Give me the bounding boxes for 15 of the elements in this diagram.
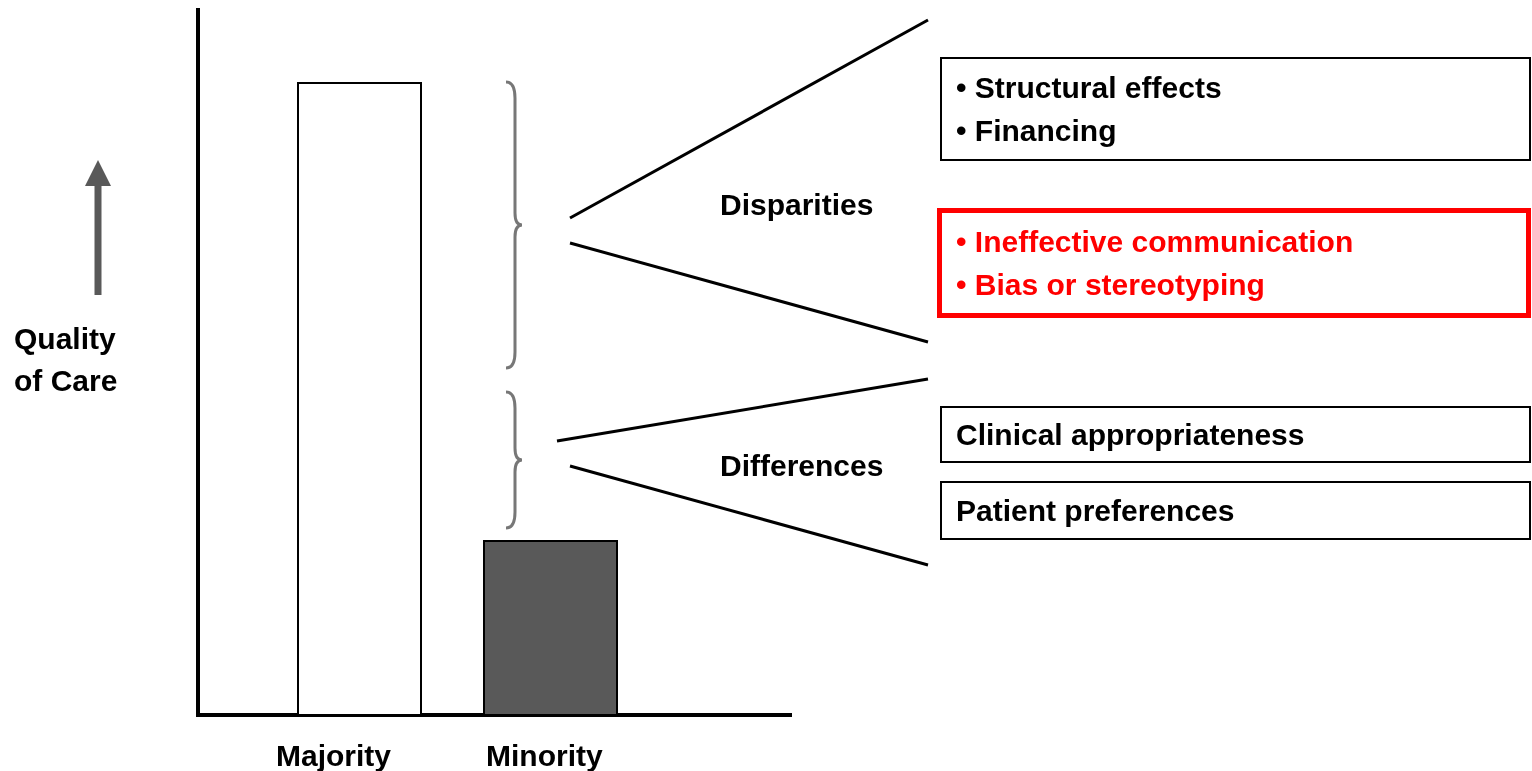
factor-box: [940, 57, 1531, 161]
factor-text: • Ineffective communication: [956, 223, 1355, 260]
majority-bar: [297, 82, 422, 716]
factor-box: [940, 481, 1531, 540]
factor-text: • Bias or stereotyping: [956, 267, 1266, 303]
factor-text: Clinical appropriateness: [956, 416, 1306, 453]
factor-text: Patient preferences: [956, 492, 1236, 529]
factor-text: • Structural effects: [956, 69, 1223, 106]
axis-label: Quality of Care: [14, 321, 119, 399]
factor-text: • Financing: [956, 113, 1118, 149]
minority-bar: [483, 540, 618, 716]
factor-box: [937, 208, 1531, 318]
factor-box: [940, 406, 1531, 463]
group-label: Disparities: [720, 187, 874, 223]
group-label: Differences: [720, 448, 884, 484]
